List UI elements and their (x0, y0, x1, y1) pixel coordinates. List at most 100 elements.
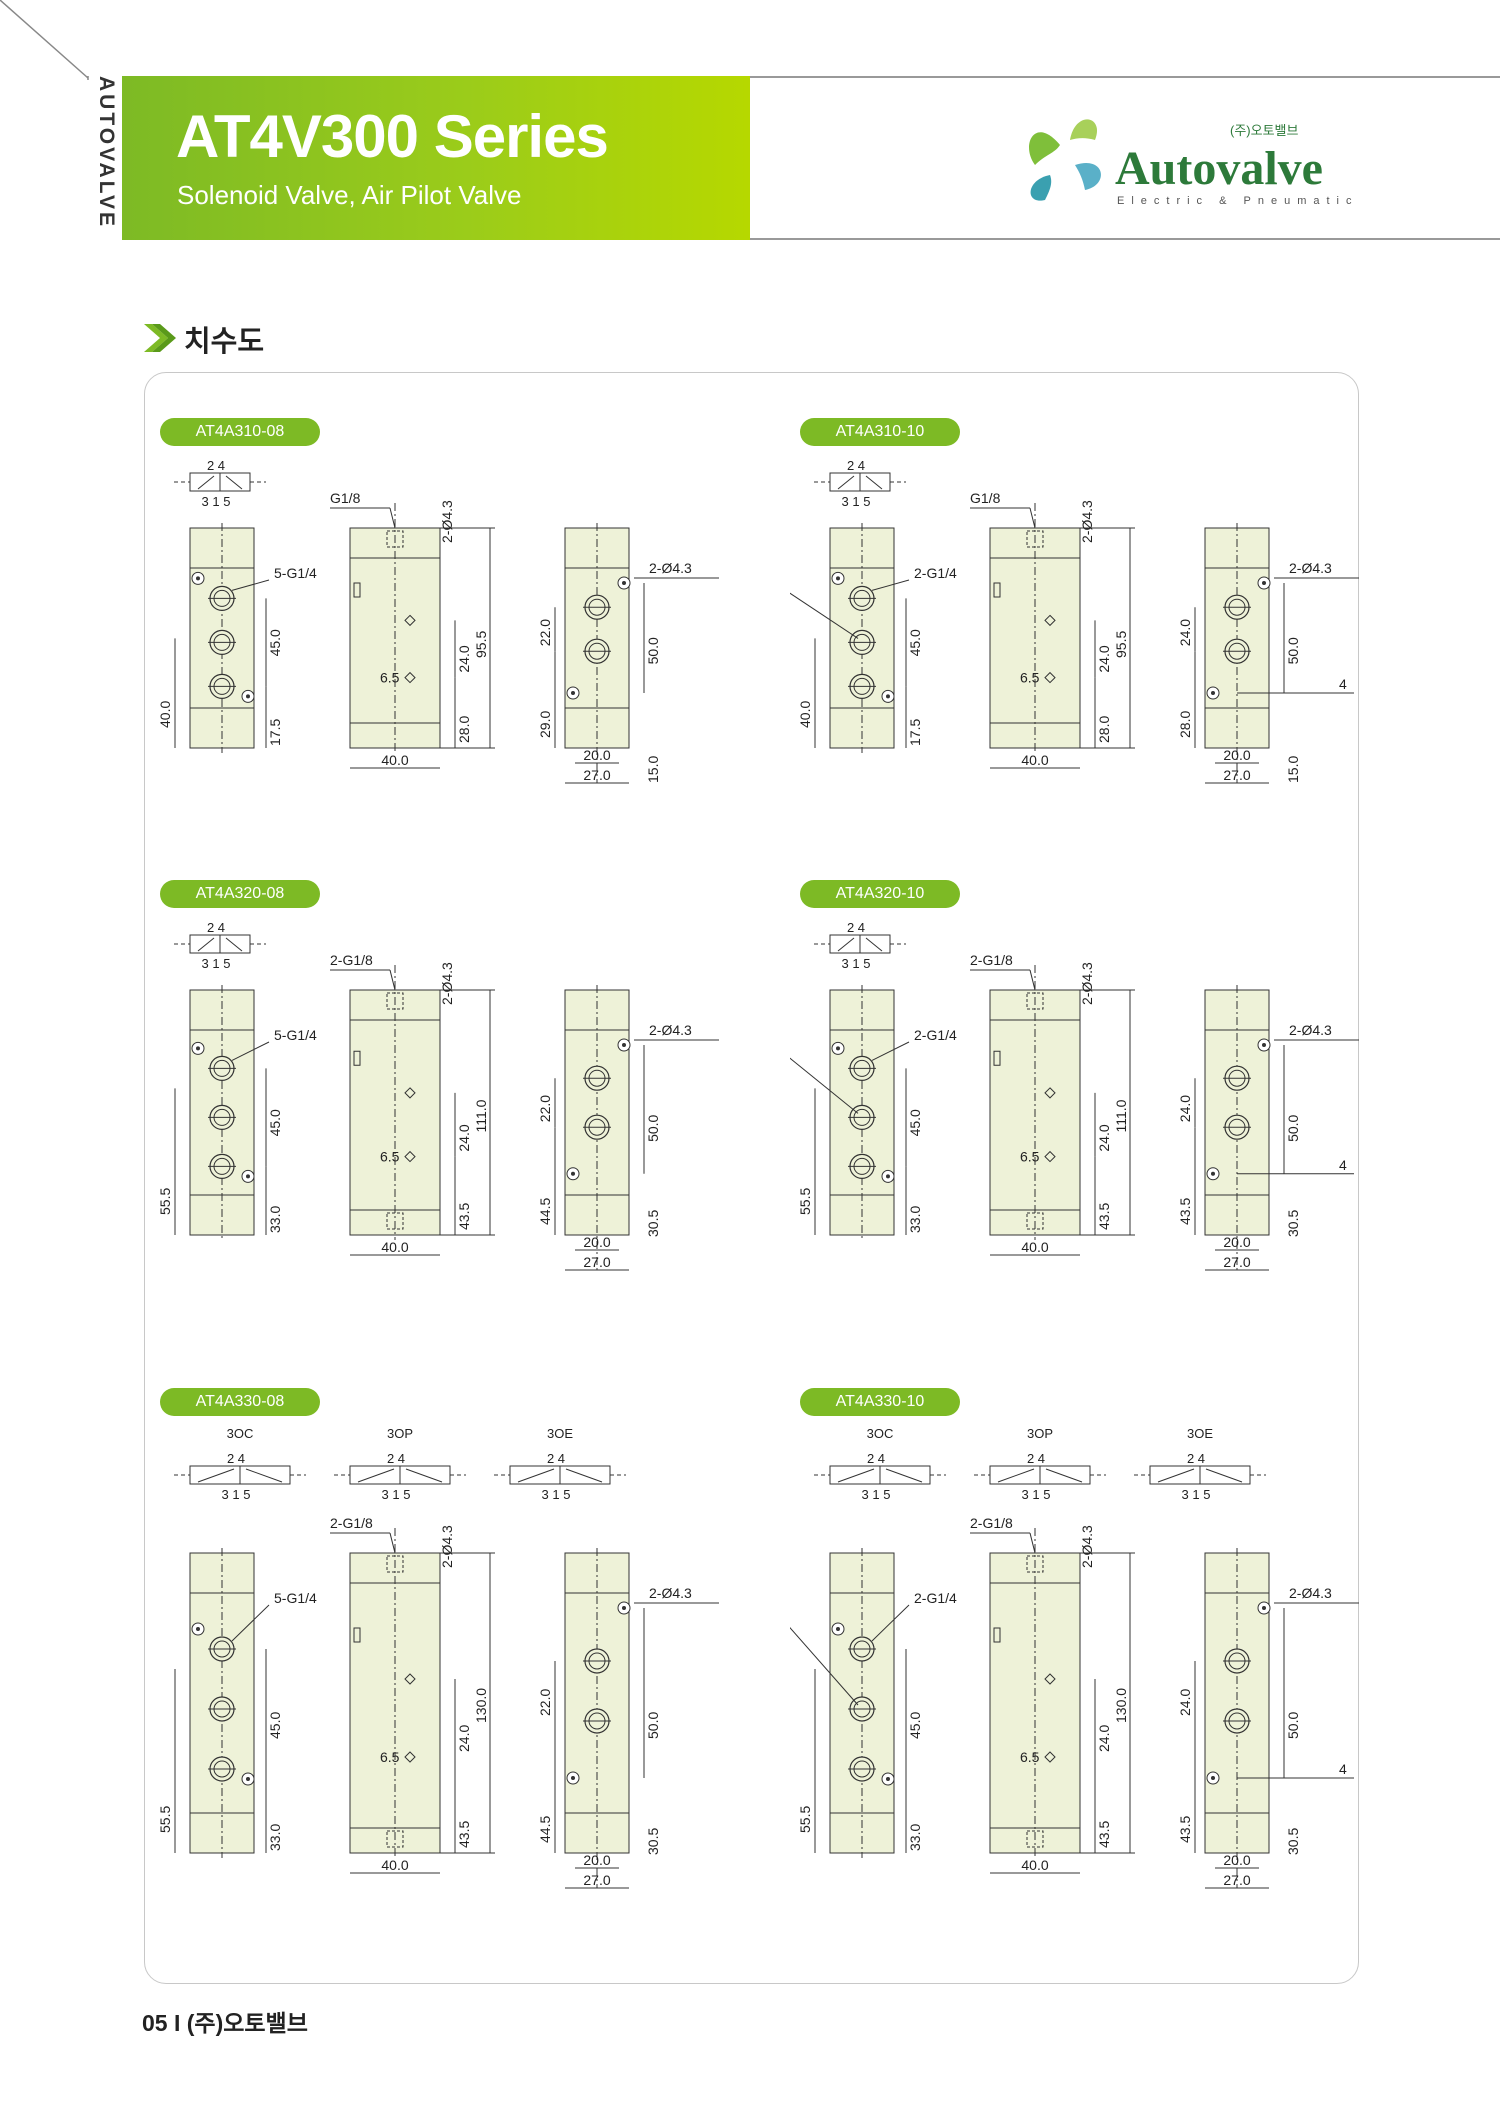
valve-symbol: 3OP 2 4 3 1 5 (974, 1428, 1106, 1502)
symbol-port-top: 2 4 (867, 1451, 885, 1466)
page-footer: 05 I (주)오토밸브 (142, 2010, 308, 2036)
hole-callout: 2-Ø4.3 (649, 560, 692, 576)
model-label: AT4A320-10 (800, 880, 960, 908)
dimension-label: 45.0 (267, 1712, 283, 1739)
hole-callout: 2-Ø4.3 (439, 1525, 455, 1568)
symbol-label: 3OP (1027, 1428, 1053, 1441)
dimension-label: 22.0 (537, 619, 553, 646)
dimension-label: 27.0 (583, 1872, 610, 1888)
dimension-label: 40.0 (1021, 752, 1048, 768)
dimension-label: 43.5 (1177, 1816, 1193, 1843)
drawing-panel (144, 372, 1359, 1984)
hole-callout: 2-Ø4.3 (1079, 962, 1095, 1005)
header-top-rule (750, 76, 1500, 78)
dimension-drawing: 2 43 1 52-G1/43-G3/855.545.033.02-G1/82-… (790, 920, 1359, 1271)
dimension-label: 6.5 (1020, 670, 1040, 686)
hole-callout: 2-Ø4.3 (1079, 500, 1095, 543)
symbol-port-top: 2 4 (1027, 1451, 1045, 1466)
symbol-port-top: 2 4 (847, 920, 865, 935)
port-callout: 2-G1/8 (970, 1515, 1013, 1531)
dimension-label: 24.0 (1096, 1725, 1112, 1752)
dimension-label: 20.0 (583, 1234, 610, 1250)
valve-symbol: 2 43 1 5 (174, 920, 266, 971)
symbol-port-top: 2 4 (547, 1451, 565, 1466)
dimension-label: 43.5 (1096, 1203, 1112, 1230)
symbol-port-bottom: 3 1 5 (222, 1487, 251, 1502)
dimension-label: 20.0 (583, 747, 610, 763)
front-view: 5-G1/440.045.017.5 (157, 523, 317, 753)
port-callout: 2-G1/8 (330, 1515, 373, 1531)
front-view: 5-G1/455.545.033.0 (157, 985, 317, 1240)
dimension-drawing: 2 43 1 52-G1/43-G3/840.045.017.5G1/82-Ø4… (790, 458, 1359, 784)
dimension-label: 95.5 (1113, 631, 1129, 658)
dimension-label: 24.0 (456, 645, 472, 672)
model-label: AT4A310-10 (800, 418, 960, 446)
port-callout: 2-G1/4 (914, 1027, 957, 1043)
dimension-label: 24.0 (1177, 1095, 1193, 1122)
dimension-label: 28.0 (456, 716, 472, 743)
dimension-label: 28.0 (1096, 716, 1112, 743)
dimension-label: 43.5 (1096, 1821, 1112, 1848)
hole-callout: 2-Ø4.3 (439, 500, 455, 543)
back-view: 2-Ø4.322.044.550.030.520.027.0 (537, 1548, 719, 1889)
dimension-label: 30.5 (645, 1828, 661, 1855)
symbol-port-bottom: 3 1 5 (1022, 1487, 1051, 1502)
corner-diagonal-line (0, 0, 89, 80)
dimension-drawing: 2 43 1 55-G1/440.045.017.5G1/82-Ø4.36.52… (157, 458, 719, 784)
port-callout: 5-G1/4 (274, 1027, 317, 1043)
valve-symbol: 2 43 1 5 (174, 458, 266, 509)
dimension-label: 40.0 (381, 752, 408, 768)
symbol-label: 3OE (547, 1428, 573, 1441)
dimension-label: 24.0 (1096, 645, 1112, 672)
title-banner: AT4V300 Series Solenoid Valve, Air Pilot… (122, 76, 750, 240)
dimension-label: 27.0 (1223, 1872, 1250, 1888)
dimension-label: 22.0 (537, 1095, 553, 1122)
dimension-label: 130.0 (1113, 1688, 1129, 1723)
dimension-label: 111.0 (473, 1099, 489, 1132)
dimension-label: 50.0 (645, 1114, 661, 1141)
dimension-label: 45.0 (267, 1109, 283, 1136)
dimension-label: 6.5 (380, 670, 400, 686)
dimension-label: 55.5 (157, 1806, 173, 1833)
dimension-label: 45.0 (907, 1109, 923, 1136)
dimension-label: 30.5 (1285, 1210, 1301, 1237)
port-callout: 2-G1/8 (330, 952, 373, 968)
svg-text:(주)오토밸브: (주)오토밸브 (1230, 123, 1298, 138)
dimension-label: 45.0 (907, 1712, 923, 1739)
dimension-label: 27.0 (583, 1254, 610, 1270)
green-chevron-icon (144, 324, 176, 352)
dimension-label: 4 (1339, 1761, 1347, 1777)
dimension-label: 111.0 (1113, 1099, 1129, 1132)
valve-symbol: 2 43 1 5 (814, 458, 906, 509)
dimension-label: 27.0 (1223, 1254, 1250, 1270)
side-brand-label: AUTOVALVE (95, 76, 118, 230)
dimension-drawing: 2 43 1 55-G1/455.545.033.02-G1/82-Ø4.36.… (157, 920, 719, 1271)
page-subtitle: Solenoid Valve, Air Pilot Valve (177, 180, 522, 210)
dimension-label: 6.5 (380, 1149, 400, 1165)
symbol-label: 3OC (867, 1428, 894, 1441)
dimension-label: 30.5 (645, 1210, 661, 1237)
dimension-label: 24.0 (1177, 1689, 1193, 1716)
symbol-port-top: 2 4 (227, 1451, 245, 1466)
port-callout: 2-G1/4 (914, 1590, 957, 1606)
front-view: 2-G1/43-G3/855.545.033.0 (790, 1548, 957, 1858)
dimension-label: 29.0 (537, 711, 553, 738)
front-view: 2-G1/43-G3/855.545.033.0 (790, 985, 957, 1240)
dimension-label: 33.0 (267, 1824, 283, 1851)
front-view: 5-G1/455.545.033.0 (157, 1548, 317, 1858)
symbol-port-bottom: 3 1 5 (1182, 1487, 1211, 1502)
dimension-label: 95.5 (473, 631, 489, 658)
symbol-port-top: 2 4 (847, 458, 865, 473)
hole-callout: 2-Ø4.3 (1289, 560, 1332, 576)
dimension-label: 50.0 (645, 1712, 661, 1739)
symbol-port-top: 2 4 (207, 920, 225, 935)
svg-text:Autovalve: Autovalve (1115, 142, 1323, 195)
symbol-port-bottom: 3 1 5 (202, 494, 231, 509)
